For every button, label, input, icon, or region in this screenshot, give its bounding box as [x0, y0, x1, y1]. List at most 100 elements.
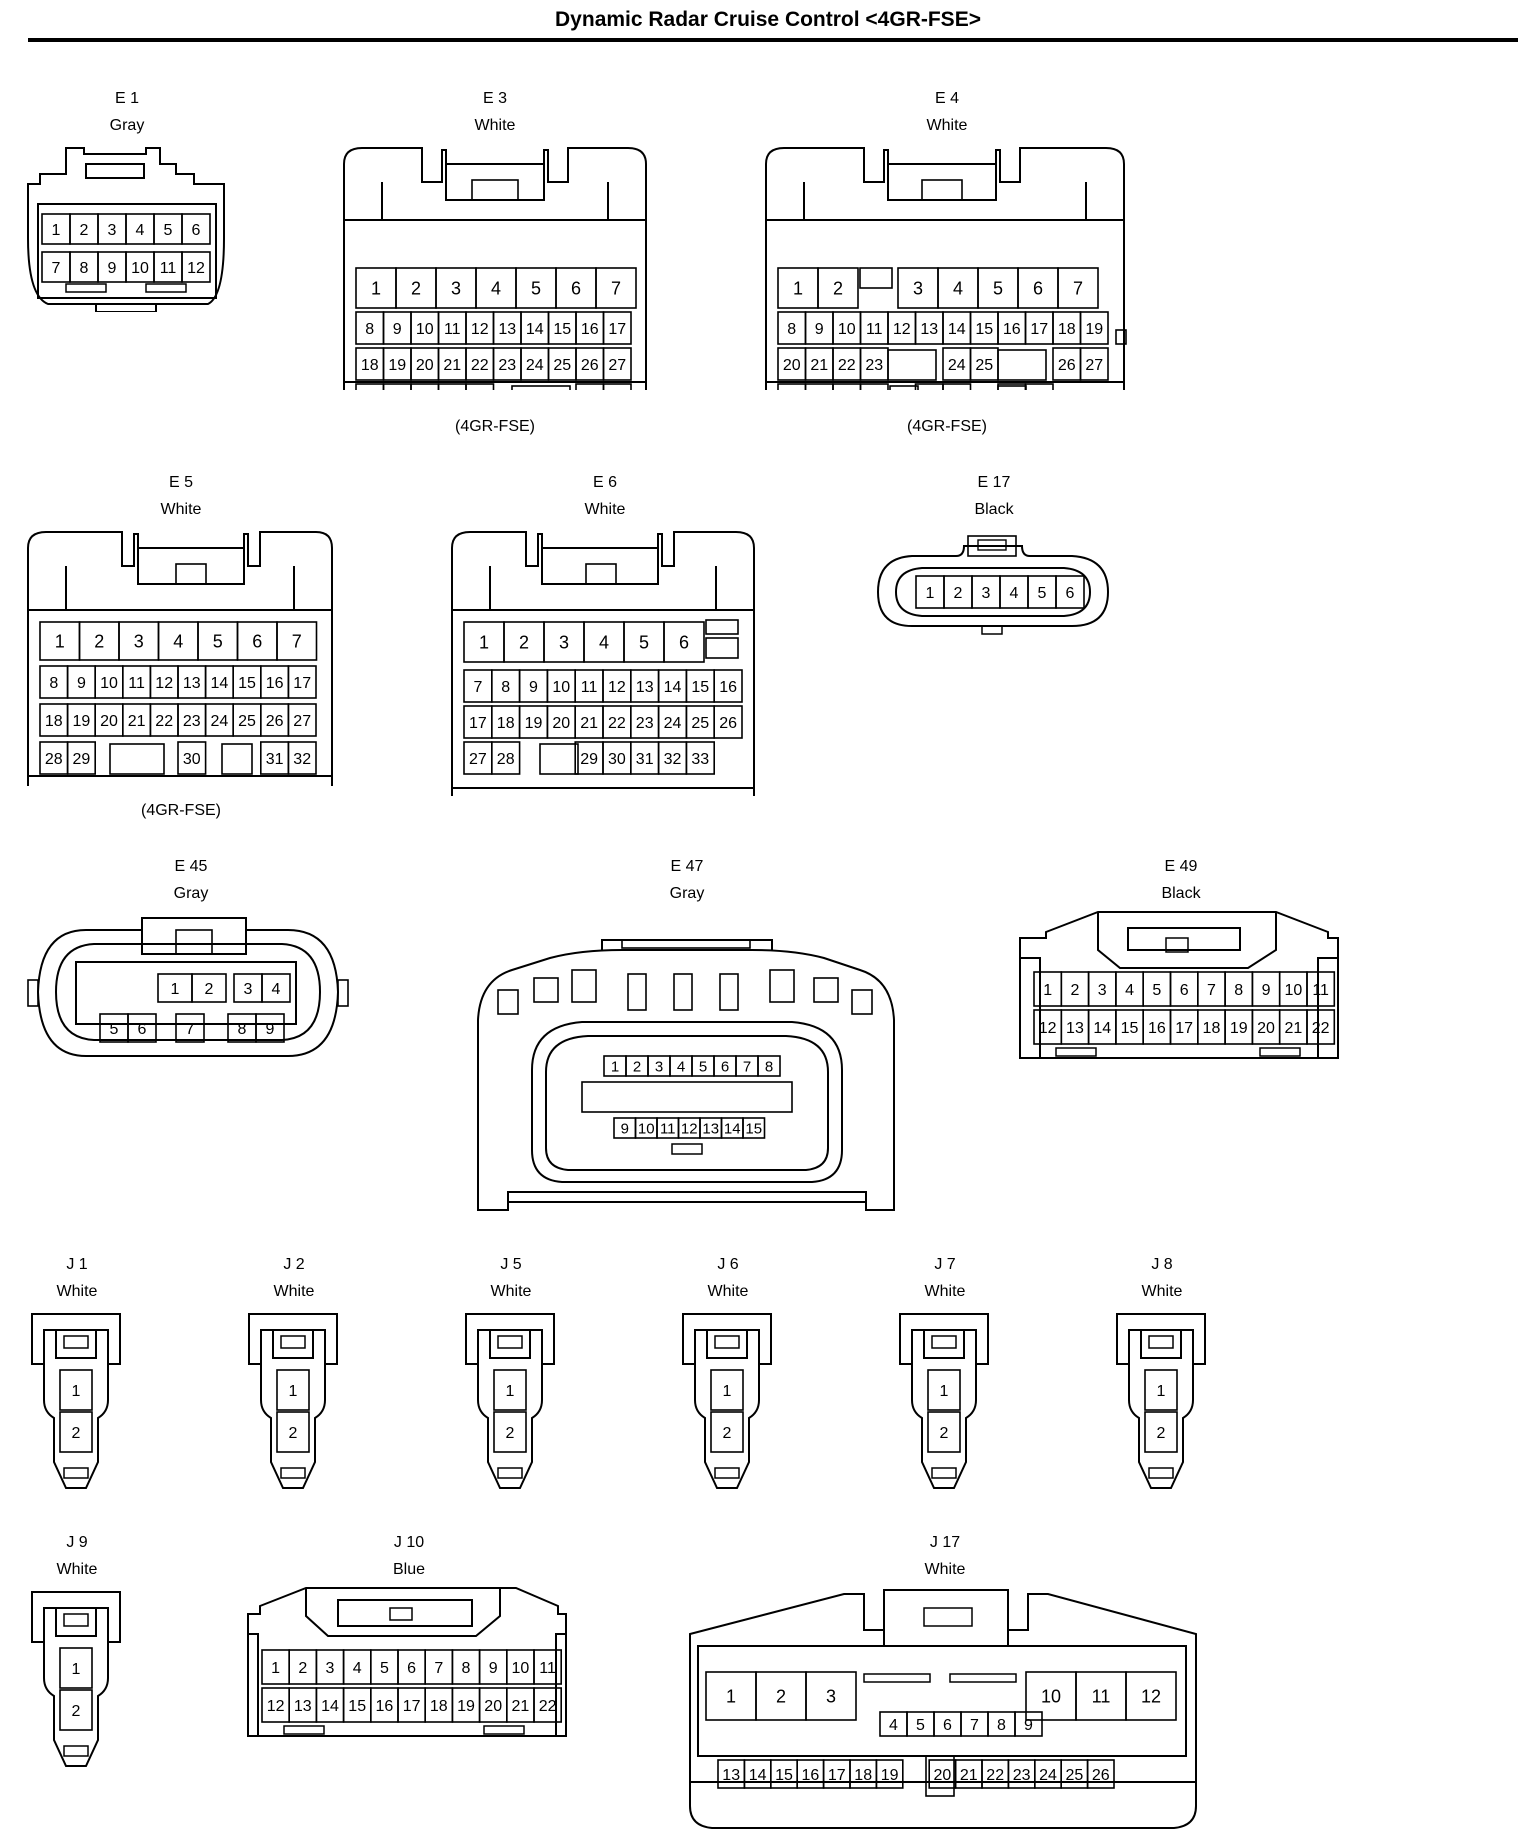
pin-number: 13	[498, 321, 516, 338]
pin-number: 8	[1234, 982, 1243, 999]
connector-id: J 10	[393, 1534, 425, 1551]
pin-number: 16	[719, 679, 737, 696]
connector-color: White	[1141, 1283, 1183, 1300]
pin-cell	[66, 741, 96, 775]
pin-cell	[191, 973, 227, 1003]
pin-number: 4	[136, 222, 145, 239]
connector-outline	[689, 1782, 1197, 1829]
pin-number: 27	[608, 357, 626, 374]
pin-cell	[287, 741, 317, 775]
pin-number: 9	[77, 675, 86, 692]
pin-number: 12	[893, 321, 911, 338]
pin-number: 6	[407, 1660, 416, 1677]
pin-cell	[437, 383, 467, 390]
latch-slot	[65, 283, 107, 293]
pin-number: 7	[186, 1021, 195, 1038]
pin-number: 4	[889, 1717, 898, 1734]
pin-row-separator	[581, 1081, 793, 1113]
connector-outline	[1140, 1330, 1182, 1359]
pin-number: 9	[621, 1120, 629, 1137]
vent	[571, 969, 597, 1003]
pin-number: 6	[571, 278, 581, 298]
pin-number: 20	[783, 357, 801, 374]
pin-cell	[276, 1369, 310, 1411]
pin-number: 7	[1073, 278, 1083, 298]
pin-cell	[602, 347, 632, 381]
pin-number: 23	[865, 357, 883, 374]
pin-number: 4	[953, 278, 963, 298]
connector-outline	[248, 1313, 338, 1489]
pin-number: 21	[443, 357, 461, 374]
connector-id: E 3	[482, 90, 507, 107]
latch	[967, 535, 1017, 557]
pin-number: 1	[289, 1383, 298, 1400]
pin-number: 25	[553, 357, 571, 374]
pin-number: 5	[639, 632, 649, 652]
pin-number: 18	[497, 715, 515, 732]
pin-number: 6	[1066, 585, 1075, 602]
pin-number: 7	[743, 1058, 751, 1075]
pin-number: 6	[943, 1717, 952, 1734]
key	[1148, 1467, 1174, 1479]
pin-number: 12	[267, 1698, 285, 1715]
pin-number: 19	[457, 1698, 475, 1715]
pin-number: 8	[365, 321, 374, 338]
pin-number: 1	[793, 278, 803, 298]
pin-cell	[804, 383, 834, 390]
connector-color: White	[474, 117, 516, 134]
pin-number: 15	[775, 1767, 793, 1784]
pin-number: 5	[213, 631, 223, 651]
pin-number: 4	[272, 981, 281, 998]
connector-outline	[1097, 912, 1277, 969]
pin-number: 22	[986, 1767, 1004, 1784]
connector-color: Gray	[669, 885, 705, 902]
connector-id: J 2	[283, 1256, 305, 1273]
pin-number: 10	[100, 675, 118, 692]
pin-number: 1	[1043, 982, 1052, 999]
connector-outline	[706, 1330, 748, 1359]
pin-number: 6	[679, 632, 689, 652]
page-title: Dynamic Radar Cruise Control <4GR-FSE>	[555, 8, 981, 31]
connector-outline	[137, 548, 245, 585]
pin-cell	[410, 383, 440, 390]
connector-color: White	[56, 1561, 98, 1578]
pin-number: 2	[954, 585, 963, 602]
pin-cell	[777, 383, 807, 390]
pin-number: 11	[160, 260, 177, 277]
pin-number: 2	[72, 1425, 81, 1442]
connector-outline	[1020, 957, 1338, 1058]
pin-number: 29	[73, 751, 91, 768]
pin-cell	[832, 383, 862, 390]
pin-number: 14	[211, 675, 229, 692]
pin-number: 31	[636, 751, 654, 768]
pin-number: 2	[205, 981, 214, 998]
pin-number: 11	[444, 321, 461, 338]
connector-color: Blue	[392, 1561, 426, 1578]
pin-number: 11	[539, 1660, 556, 1677]
pin-cell	[859, 383, 889, 390]
pin-number: 9	[393, 321, 402, 338]
pin-number: 14	[321, 1698, 339, 1715]
pin-number: 3	[559, 632, 569, 652]
pin-number: 24	[526, 357, 544, 374]
pin-number: 29	[580, 751, 598, 768]
pin-number: 7	[434, 1660, 443, 1677]
pin-number: 10	[416, 321, 434, 338]
connector-face: 12	[682, 1313, 772, 1489]
pin-cell	[1079, 347, 1109, 381]
pin-number: 2	[1070, 982, 1079, 999]
pin-number: 25	[691, 715, 709, 732]
pin-cell	[59, 1411, 93, 1453]
pin-cell	[181, 251, 211, 283]
pin-number: 17	[828, 1767, 846, 1784]
pin-number: 8	[49, 675, 58, 692]
latch-window	[63, 1335, 89, 1349]
